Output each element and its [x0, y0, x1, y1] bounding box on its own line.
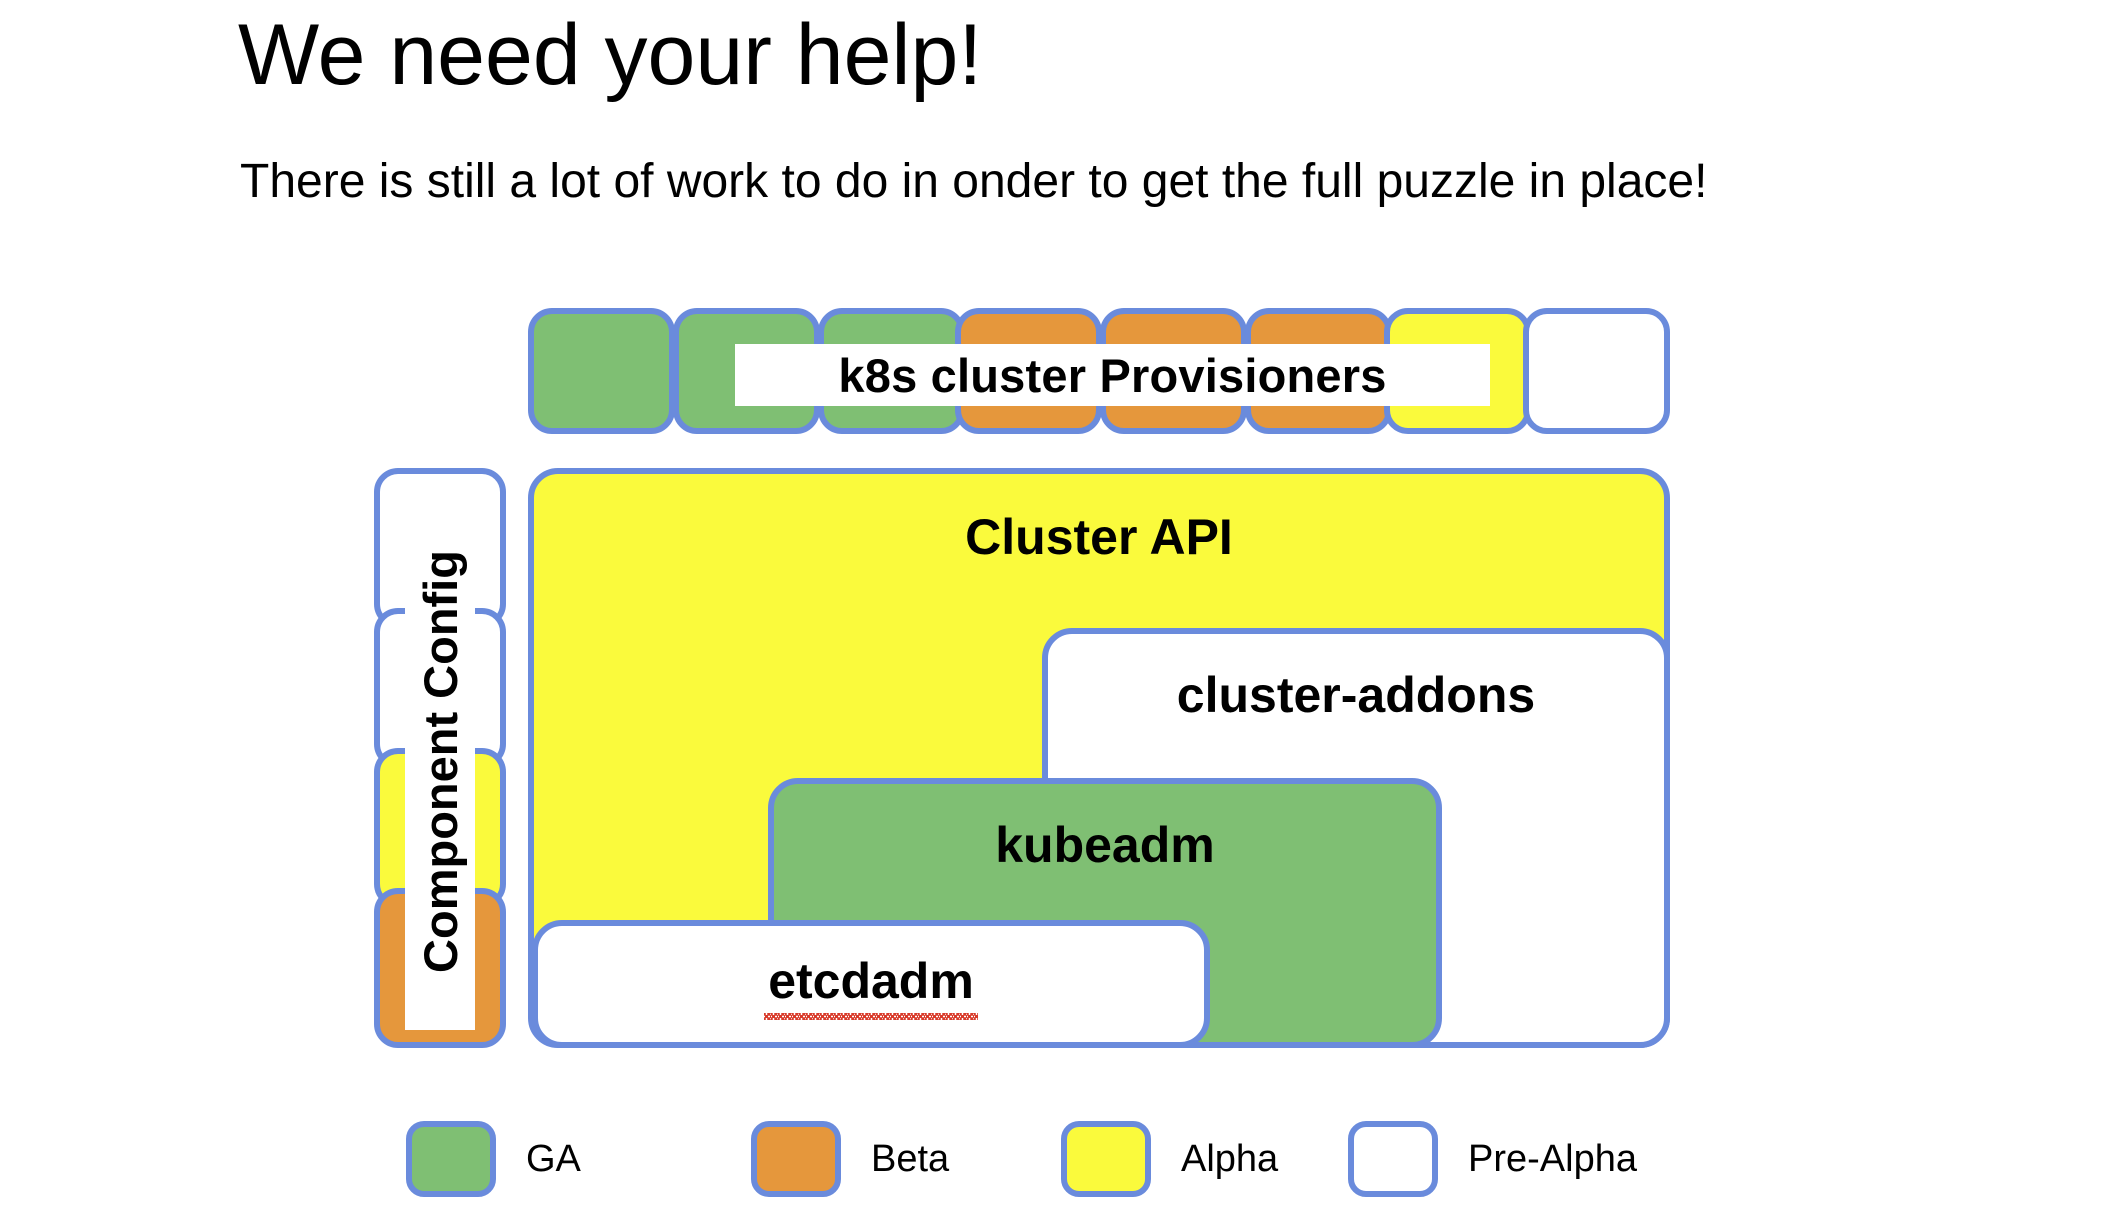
provisioner-tile-8[interactable] — [1523, 308, 1670, 434]
kubeadm-label: kubeadm — [995, 817, 1215, 873]
provisioner-tile-1[interactable] — [528, 308, 675, 434]
legend-entry-pre-alpha: Pre-Alpha — [1348, 1118, 1637, 1200]
cluster-api-label: Cluster API — [965, 509, 1233, 565]
component-config-label-band: Component Config — [405, 492, 475, 1030]
page-title: We need your help! — [238, 7, 983, 103]
component-config-label: Component Config — [413, 549, 467, 973]
legend-entry-ga: GA — [406, 1118, 581, 1200]
legend-label-alpha: Alpha — [1181, 1137, 1279, 1180]
page-subtitle: There is still a lot of work to do in on… — [240, 155, 1708, 208]
k8s-cluster-provisioners-banner: k8s cluster Provisioners — [735, 344, 1490, 406]
etcdadm-label-wrap: etcdadm — [538, 952, 1204, 1020]
legend-entry-alpha: Alpha — [1061, 1118, 1278, 1200]
legend-label-ga: GA — [526, 1137, 581, 1180]
k8s-cluster-provisioners-label: k8s cluster Provisioners — [838, 348, 1387, 402]
maturity-legend: GA Beta Alpha Pre-Alpha — [406, 1118, 1706, 1200]
etcdadm-box[interactable]: etcdadm — [532, 920, 1210, 1048]
etcdadm-label: etcdadm — [764, 953, 978, 1020]
cluster-addons-label: cluster-addons — [1176, 667, 1536, 723]
legend-swatch-ga — [406, 1121, 496, 1197]
legend-swatch-alpha — [1061, 1121, 1151, 1197]
legend-label-pre-alpha: Pre-Alpha — [1468, 1137, 1637, 1180]
legend-swatch-pre-alpha — [1348, 1121, 1438, 1197]
legend-swatch-beta — [751, 1121, 841, 1197]
legend-entry-beta: Beta — [751, 1118, 949, 1200]
legend-label-beta: Beta — [871, 1137, 950, 1180]
